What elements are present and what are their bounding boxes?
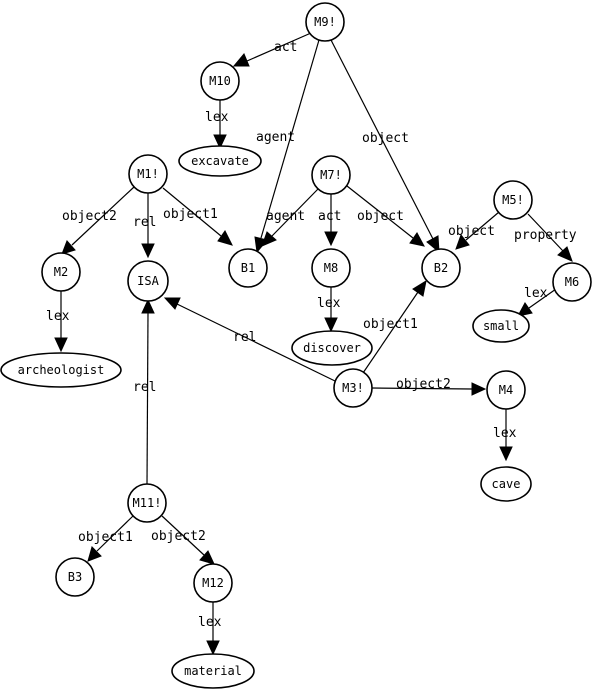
node-material[interactable]: material <box>171 653 255 689</box>
node-isa[interactable]: ISA <box>127 260 169 302</box>
node-label: B3 <box>68 570 82 584</box>
node-label: M12 <box>202 576 224 590</box>
node-label: M7! <box>320 168 342 182</box>
edge-m7-m8: act <box>318 192 341 247</box>
edge-m3-b2: object1 <box>362 279 427 374</box>
node-archeologist[interactable]: archeologist <box>0 352 122 388</box>
edge-label-lex: lex <box>493 426 517 441</box>
edge-m12-material: lex <box>198 602 222 656</box>
edge-label-object1: object1 <box>363 317 418 332</box>
edge-m3-m4: object2 <box>371 377 487 396</box>
node-m2[interactable]: M2 <box>41 252 81 292</box>
edge-label-object: object <box>362 131 409 146</box>
node-label: small <box>483 319 519 333</box>
node-m4[interactable]: M4 <box>486 370 526 410</box>
node-m7[interactable]: M7! <box>311 155 351 195</box>
edge-label-object: object <box>357 209 404 224</box>
node-excavate[interactable]: excavate <box>178 145 262 177</box>
edge-m7-b1: agent <box>261 188 319 247</box>
node-label: material <box>184 664 242 678</box>
edge-label-agent: agent <box>256 130 295 145</box>
node-label: ISA <box>137 274 159 288</box>
edge-label-lex: lex <box>317 296 341 311</box>
node-m3[interactable]: M3! <box>333 368 373 408</box>
edge-label-object: object <box>448 224 495 239</box>
edge-m11-m12: object2 <box>151 515 215 565</box>
edge-m8-discover: lex <box>317 287 341 333</box>
edge-label-lex: lex <box>198 615 222 630</box>
edge-m9-b1: agent <box>254 39 320 254</box>
edge-m1-isa: rel <box>133 192 156 259</box>
edge-label-act: act <box>274 40 297 55</box>
edge-m9-m10: act <box>232 32 312 67</box>
node-label: M1! <box>137 167 159 181</box>
edge-m2-archeologist: lex <box>46 290 70 353</box>
edge-m4-cave: lex <box>493 408 517 462</box>
edge-label-rel: rel <box>233 330 256 345</box>
node-label: cave <box>492 477 521 491</box>
edge-m11-b3: object1 <box>78 515 134 562</box>
node-label: M8 <box>324 261 338 275</box>
node-label: B2 <box>434 261 448 275</box>
node-m9[interactable]: M9! <box>305 2 345 42</box>
edge-label-agent: agent <box>266 209 305 224</box>
node-label: archeologist <box>18 363 105 377</box>
edge-m9-b2: object <box>330 39 440 254</box>
edge-label-property: property <box>514 228 577 243</box>
node-label: M10 <box>209 74 231 88</box>
node-m6[interactable]: M6 <box>552 262 592 302</box>
edge-label-rel: rel <box>133 215 156 230</box>
node-m5[interactable]: M5! <box>493 180 533 220</box>
node-label: M3! <box>342 381 364 395</box>
edge-label-object1: object1 <box>78 530 133 545</box>
node-m1[interactable]: M1! <box>128 154 168 194</box>
node-label: excavate <box>191 154 249 168</box>
node-m11[interactable]: M11! <box>127 483 167 523</box>
edge-label-object2: object2 <box>62 209 117 224</box>
node-label: M6 <box>565 275 579 289</box>
node-b2[interactable]: B2 <box>421 248 461 288</box>
node-label: M2 <box>54 265 68 279</box>
edge-label-object1: object1 <box>163 207 218 222</box>
edge-m3-isa: rel <box>163 297 336 382</box>
edge-m5-b2: object <box>448 211 500 250</box>
edge-m11-isa: rel <box>133 298 156 486</box>
edge-label-object2: object2 <box>151 529 206 544</box>
edge-m1-b1: object1 <box>162 187 233 246</box>
node-label: discover <box>303 341 361 355</box>
edge-m7-b2: object <box>346 185 425 247</box>
node-m8[interactable]: M8 <box>311 248 351 288</box>
node-discover[interactable]: discover <box>291 330 373 366</box>
node-m10[interactable]: M10 <box>200 61 240 101</box>
node-label: M4 <box>499 383 513 397</box>
node-b1[interactable]: B1 <box>228 248 268 288</box>
node-small[interactable]: small <box>472 309 530 343</box>
node-cave[interactable]: cave <box>480 466 532 502</box>
edge-label-lex: lex <box>524 286 548 301</box>
node-label: M9! <box>314 15 336 29</box>
edge-m6-small: lex <box>517 286 557 317</box>
edge-label-lex: lex <box>46 309 70 324</box>
edge-label-object2: object2 <box>396 377 451 392</box>
node-label: M5! <box>502 193 524 207</box>
edge-label-lex: lex <box>205 110 229 125</box>
edge-label-rel: rel <box>133 380 156 395</box>
node-label: B1 <box>241 261 255 275</box>
edge-label-act: act <box>318 209 341 224</box>
edge-m5-m6: property <box>514 213 577 262</box>
edge-m1-m2: object2 <box>61 186 135 255</box>
edge-m10-excavate: lex <box>205 100 229 150</box>
node-b3[interactable]: B3 <box>55 557 95 597</box>
node-label: M11! <box>133 496 162 510</box>
node-m12[interactable]: M12 <box>193 563 233 603</box>
